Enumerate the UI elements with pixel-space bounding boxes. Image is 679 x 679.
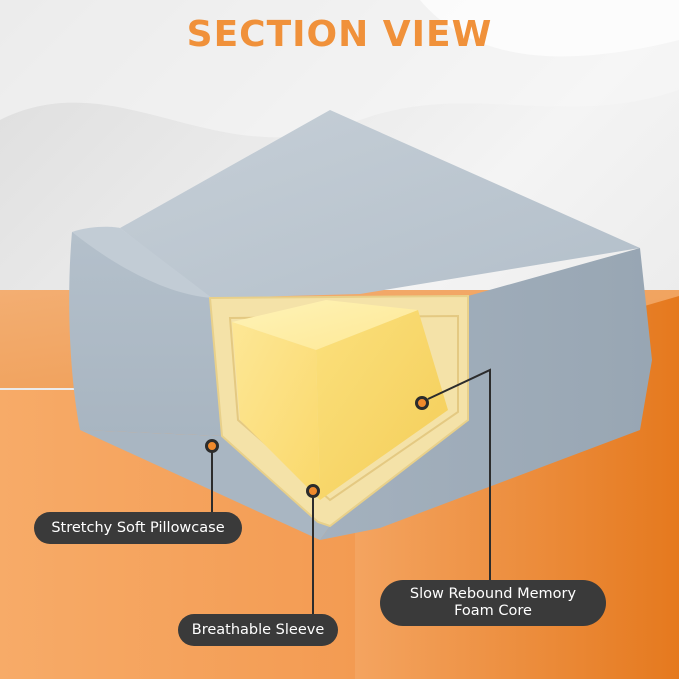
- leader-line-core: [427, 368, 491, 580]
- background-fold: [420, 0, 679, 57]
- label-memory-foam-core-line2: Foam Core: [454, 603, 532, 619]
- pillow-right: [320, 248, 652, 540]
- pillow-left-edge: [72, 226, 212, 298]
- foam-right: [316, 310, 448, 500]
- pillow-front-lower: [80, 430, 330, 540]
- label-memory-foam-core: Slow Rebound Memory Foam Core: [380, 580, 606, 626]
- foam-left: [232, 322, 320, 500]
- label-memory-foam-core-line1: Slow Rebound Memory: [409, 586, 577, 603]
- callout-dot-pillowcase: [205, 439, 219, 453]
- callout-dot-sleeve: [306, 484, 320, 498]
- section-view-title: SECTION VIEW: [186, 14, 493, 55]
- label-breathable-sleeve: Breathable Sleeve: [178, 614, 338, 646]
- pillow-top: [120, 110, 640, 298]
- callout-dot-foam-core: [415, 396, 429, 410]
- sleeve-inner-outline: [228, 314, 459, 502]
- pillow-front: [69, 232, 222, 436]
- label-stretchy-soft-pillowcase: Stretchy Soft Pillowcase: [34, 512, 242, 544]
